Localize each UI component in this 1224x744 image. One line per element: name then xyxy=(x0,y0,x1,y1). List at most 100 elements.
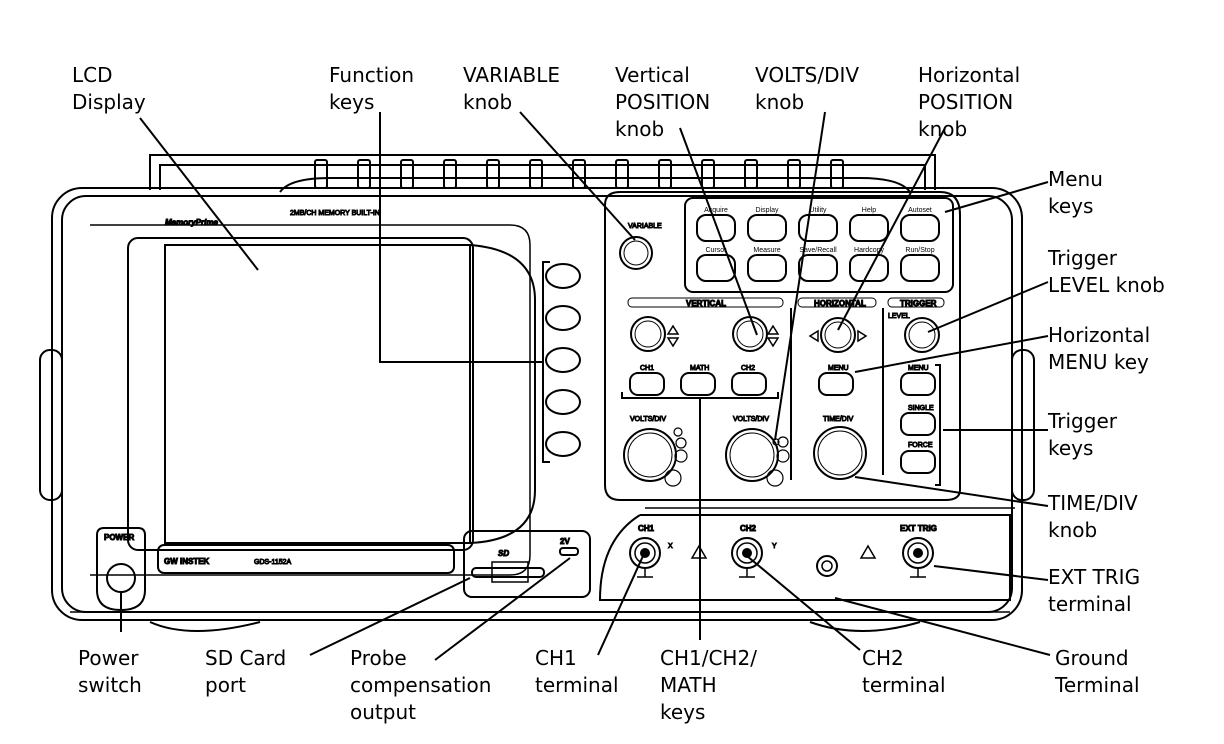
callout-ch1-ch2-math-keys: CH1/CH2/ MATH keys xyxy=(660,646,757,724)
power-button[interactable] xyxy=(106,563,136,593)
menu-key-acquire[interactable] xyxy=(696,214,736,242)
horizontal-menu-label: MENU xyxy=(828,365,849,372)
menu-key-utility[interactable] xyxy=(798,214,838,242)
trigger-level-knob[interactable] xyxy=(904,317,940,353)
ch2-key[interactable] xyxy=(731,372,767,396)
model-text: GDS-1152A xyxy=(254,559,292,566)
trigger-section-label: TRIGGER xyxy=(900,299,937,308)
ch2-volts-div-knob[interactable] xyxy=(725,428,779,482)
indicator-circle xyxy=(674,449,688,463)
leader-line xyxy=(139,117,259,271)
ch1-bnc-terminal[interactable] xyxy=(629,537,661,578)
sd-card-slot[interactable] xyxy=(471,567,545,578)
math-key[interactable] xyxy=(680,372,716,396)
trigger-menu-label: MENU xyxy=(908,365,929,372)
horizontal-menu-key[interactable] xyxy=(818,372,854,396)
ch2-bnc-terminal[interactable] xyxy=(731,537,763,578)
function-key[interactable] xyxy=(545,431,581,457)
single-key[interactable] xyxy=(900,412,936,436)
logo-subtext: 2MB/CH MEMORY BUILT-IN xyxy=(290,210,380,217)
menu-key-hardcopy[interactable] xyxy=(849,254,889,282)
menu-key-label: Autoset xyxy=(908,207,932,214)
warning-icon xyxy=(690,544,877,559)
callout-lcd-display: LCD Display xyxy=(72,63,146,114)
horizontal-section-label: HORIZONTAL xyxy=(814,299,866,308)
callout-trigger-level-knob: Trigger LEVEL knob xyxy=(1048,246,1165,297)
ch2-terminal-label: CH2 xyxy=(740,524,757,533)
variable-knob[interactable] xyxy=(619,236,653,270)
callout-vertical-position-knob: Vertical POSITION knob xyxy=(615,63,711,141)
leader-line xyxy=(746,555,861,651)
menu-key-run-stop[interactable] xyxy=(900,254,940,282)
ch2-position-knob[interactable] xyxy=(732,316,768,352)
volts-div-label-1: VOLTS/DIV xyxy=(630,416,666,423)
menu-key-save-recall[interactable] xyxy=(798,254,838,282)
logo-text: MemoryPrime xyxy=(165,218,218,227)
trigger-menu-key[interactable] xyxy=(900,372,936,396)
indicator-circle xyxy=(777,436,789,448)
leader-line xyxy=(379,112,543,363)
menu-key-label: Help xyxy=(862,207,877,214)
y-label: Y xyxy=(772,543,777,550)
leader-line xyxy=(434,557,571,661)
leader-line xyxy=(837,127,946,331)
menu-key-display[interactable] xyxy=(747,214,787,242)
callout-horizontal-menu-key: Horizontal MENU key xyxy=(1048,323,1151,374)
callout-ch1-terminal: CH1 terminal xyxy=(535,646,619,697)
callout-sd-card-port: SD Card port xyxy=(205,646,287,697)
ch1-volts-div-knob[interactable] xyxy=(623,428,677,482)
callout-variable-knob: VARIABLE knob xyxy=(463,63,561,114)
callout-power-switch: Power switch xyxy=(78,646,142,697)
function-key[interactable] xyxy=(545,389,581,415)
callout-ext-trig-terminal: EXT TRIG terminal xyxy=(1048,565,1141,616)
leader-line xyxy=(774,111,826,441)
ch1-key[interactable] xyxy=(629,372,665,396)
callout-ch2-terminal: CH2 terminal xyxy=(862,646,946,697)
leader-line xyxy=(679,127,758,336)
indicator-circle xyxy=(675,437,687,449)
leader-line xyxy=(854,476,1049,507)
ch1-terminal-label: CH1 xyxy=(638,524,655,533)
function-key[interactable] xyxy=(545,263,581,289)
leader-line xyxy=(309,577,471,656)
function-keys[interactable] xyxy=(542,261,581,463)
ground-symbol-icon xyxy=(739,568,755,578)
horizontal-position-knob[interactable] xyxy=(820,317,856,353)
single-label: SINGLE xyxy=(908,405,934,412)
terminal-panel xyxy=(70,507,1015,613)
leader-line xyxy=(519,111,636,241)
ch1-position-knob[interactable] xyxy=(630,316,666,352)
callout-ground-terminal: Ground Terminal xyxy=(1055,646,1140,697)
menu-key-help[interactable] xyxy=(849,214,889,242)
leader-lines xyxy=(120,111,1051,661)
callout-horizontal-position-knob: Horizontal POSITION knob xyxy=(918,63,1021,141)
probe-compensation-terminal[interactable] xyxy=(559,547,579,556)
menu-key-label: Run/Stop xyxy=(905,247,934,254)
ch1-key-label: CH1 xyxy=(640,365,654,372)
indicator-circle xyxy=(776,449,790,463)
leader-line xyxy=(944,181,1049,213)
menu-key-measure[interactable] xyxy=(747,254,787,282)
menu-key-label: Hardcopy xyxy=(854,247,884,254)
leader-line xyxy=(927,281,1049,333)
volts-div-label-2: VOLTS/DIV xyxy=(733,416,769,423)
ground-symbol-icon xyxy=(637,568,653,578)
ext-trig-bnc-terminal[interactable] xyxy=(902,537,934,578)
menu-key-autoset[interactable] xyxy=(900,214,940,242)
indicator-circle xyxy=(673,427,683,437)
probe-comp-label: 2V xyxy=(560,537,570,546)
indicator-circle xyxy=(664,469,682,487)
function-key[interactable] xyxy=(545,305,581,331)
time-div-knob[interactable] xyxy=(813,426,867,480)
function-key[interactable] xyxy=(545,347,581,373)
callout-time-div-knob: TIME/DIV knob xyxy=(1048,491,1138,542)
menu-key-cursor[interactable] xyxy=(696,254,736,282)
force-label: FORCE xyxy=(908,442,933,449)
menu-key-label: Display xyxy=(756,207,779,214)
x-label: X xyxy=(668,543,673,550)
leader-line xyxy=(597,555,644,656)
ground-terminal[interactable] xyxy=(816,555,838,577)
force-key[interactable] xyxy=(900,450,936,474)
